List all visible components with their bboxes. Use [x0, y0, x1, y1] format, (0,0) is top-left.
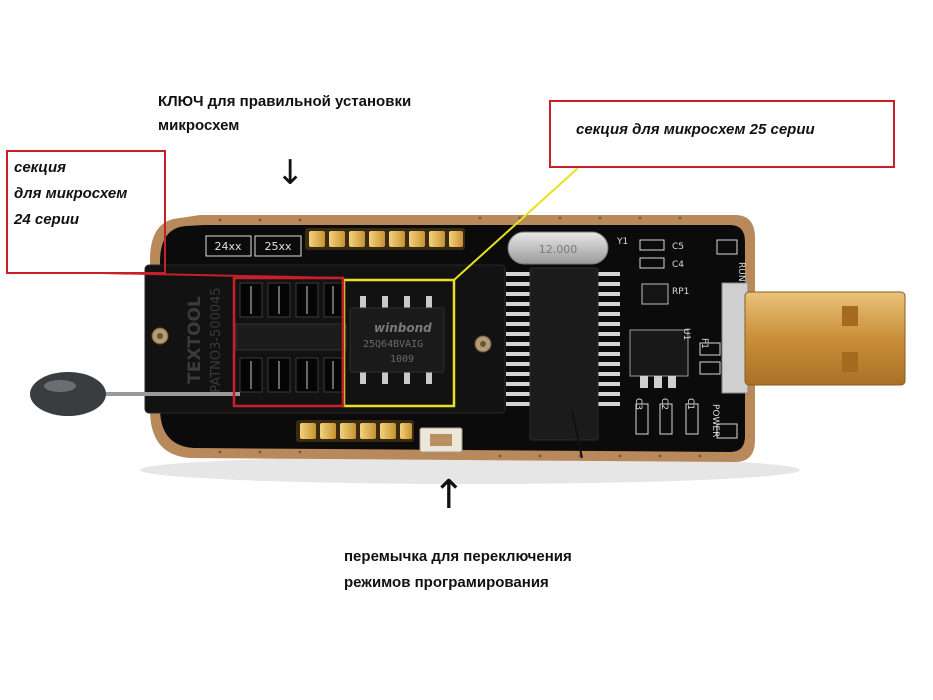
silk-c3: C3 [633, 398, 643, 410]
section25-label: секция для микросхем 25 серии [576, 121, 815, 138]
smd-parts [629, 239, 738, 439]
silk-power: POWER [710, 404, 720, 437]
chip-legs [360, 296, 432, 384]
pcb-edge-dots [218, 216, 702, 458]
zif-lever [30, 372, 240, 416]
section-25-label-box [549, 100, 895, 168]
chip-brand: winbond [374, 321, 432, 335]
silk-24xx-text: 24xx [214, 240, 242, 253]
silk-c4: C4 [672, 260, 684, 270]
silk-24xx-25xx [205, 235, 302, 257]
mode-jumper [419, 427, 463, 453]
crystal-text: 12.000 [539, 243, 578, 256]
key-label-line2: микросхем [158, 117, 240, 134]
section-25-pointer [453, 167, 579, 281]
usb-connector [721, 282, 906, 394]
chip-code: 1009 [390, 354, 414, 365]
section-24-label-box [6, 150, 166, 274]
section24-label-line2: для микросхем [14, 185, 128, 202]
bottom-header-pins [296, 420, 414, 442]
silk-c5: C5 [672, 242, 684, 252]
jumper-label-line2: режимов програмирования [344, 574, 549, 591]
board-shadow [140, 456, 800, 484]
section-24-highlight [232, 276, 345, 408]
ch341-chip [506, 267, 620, 441]
socket-silk-2: PATNO3-500045 [209, 287, 224, 392]
key-label-line1: КЛЮЧ для правильной установки [158, 93, 412, 110]
key-arrow-down-icon: ↓ [276, 153, 305, 193]
silk-run: RUN [736, 262, 746, 282]
silk-y1: Y1 [616, 237, 628, 247]
zif-socket: TEXTOOL PATNO3-500045 [144, 264, 506, 414]
socket-silk-1: TEXTOOL [185, 296, 205, 384]
silk-f1: F1 [699, 338, 709, 349]
jumper-label-line1: перемычка для переключения [344, 548, 572, 565]
silk-u1: U1 [681, 328, 691, 340]
section24-label-line1: секция [14, 159, 66, 176]
chip-pointer-line [571, 409, 583, 459]
top-header-pins [305, 228, 465, 250]
chip-part: 25Q64BVAIG [363, 339, 423, 350]
flash-chip: winbond 25Q64BVAIG 1009 [349, 296, 445, 384]
silk-c1: C1 [685, 398, 695, 410]
jumper-arrow-up-icon: ↑ [432, 472, 466, 518]
silk-c2: C2 [659, 398, 669, 410]
silk-rp1: RP1 [672, 287, 689, 297]
crystal: 12.000 [507, 231, 609, 265]
section24-label-line3: 24 серии [14, 211, 80, 228]
silk-25xx-text: 25xx [264, 240, 292, 253]
